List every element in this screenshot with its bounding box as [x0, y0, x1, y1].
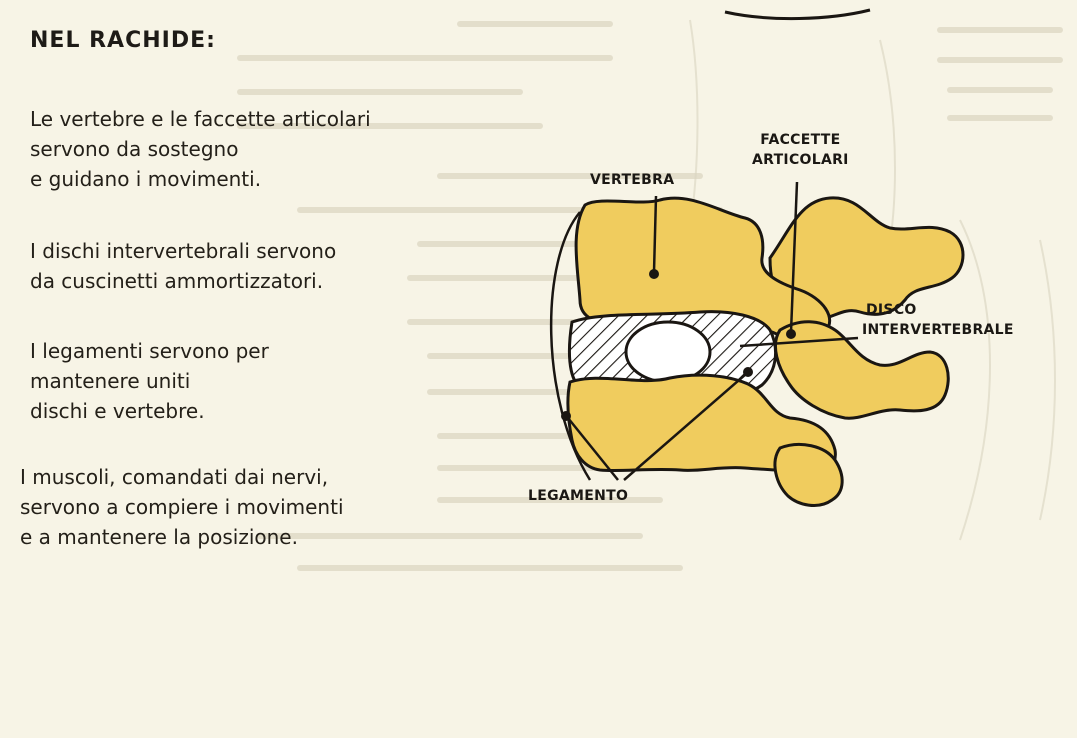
label-vertebra: VERTEBRA	[590, 170, 674, 190]
leader-dot-vertebra	[649, 269, 659, 279]
leader-dot-legamento-b	[743, 367, 753, 377]
label-faccette-articolari: FACCETTE ARTICOLARI	[752, 130, 849, 170]
label-line: FACCETTE	[752, 130, 849, 150]
leader-dot-legamento-a	[561, 411, 571, 421]
label-disco-intervertebrale: DISCO INTERVERTEBRALE	[862, 300, 1014, 340]
label-line: DISCO	[862, 300, 1014, 320]
label-legamento: LEGAMENTO	[528, 486, 628, 506]
label-line: ARTICOLARI	[752, 150, 849, 170]
spinal-canal	[626, 322, 710, 382]
leader-dot-faccette	[786, 329, 796, 339]
label-line: INTERVERTEBRALE	[862, 320, 1014, 340]
upper-curve-line	[725, 10, 870, 19]
